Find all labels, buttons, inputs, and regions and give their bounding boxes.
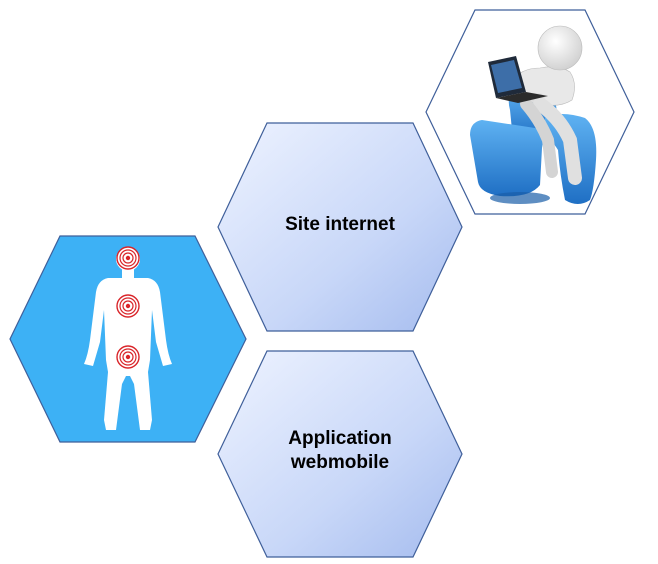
person-with-laptop-icon <box>470 25 597 204</box>
application-webmobile-hexagon <box>217 350 463 558</box>
human-body-pain-points-icon <box>84 246 172 430</box>
body-pain-hexagon <box>9 235 247 443</box>
pain-point-head <box>116 246 140 270</box>
pain-point-abdomen <box>116 345 140 369</box>
computer-user-hexagon <box>425 9 635 215</box>
pain-point-chest <box>116 294 140 318</box>
site-internet-hexagon <box>217 122 463 332</box>
